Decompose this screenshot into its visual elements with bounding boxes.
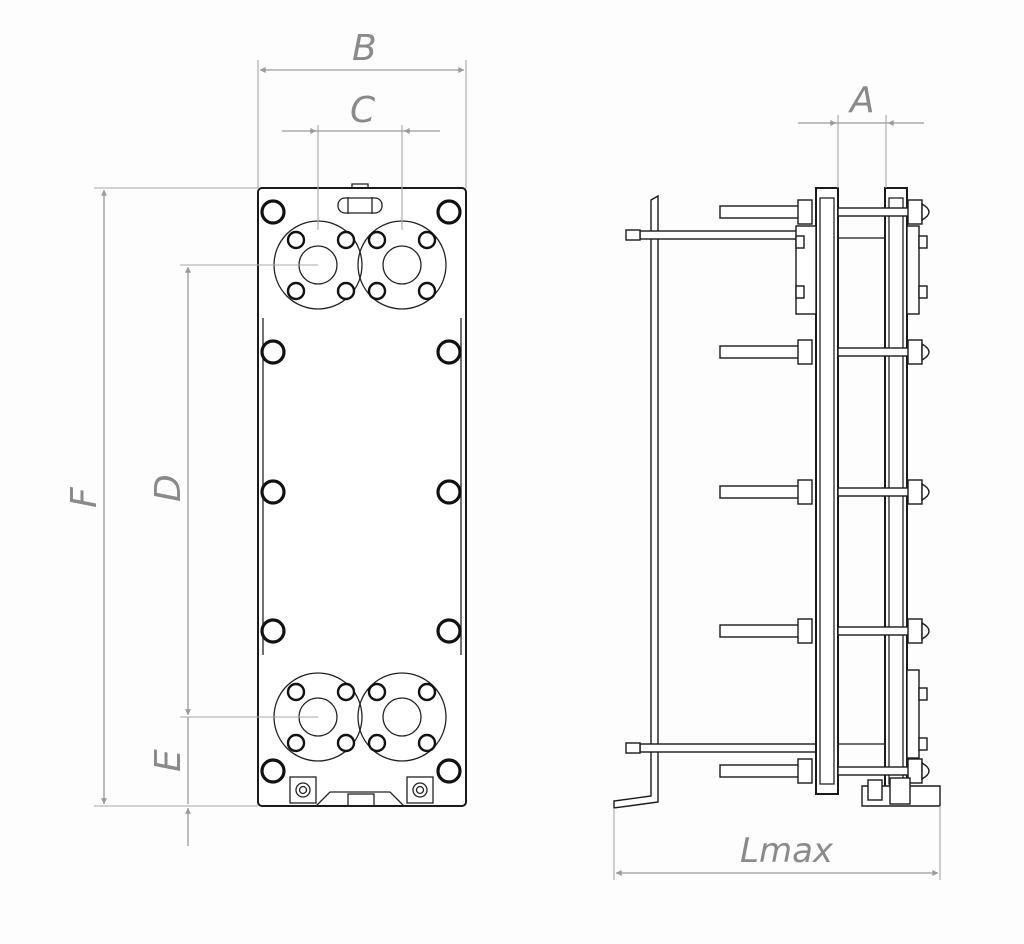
fixed-frame-plate [815,187,839,795]
guide-rods [625,229,821,754]
bottom-feet [289,776,434,807]
label-Lmax: Lmax [740,831,834,871]
front-dimensions [94,60,467,846]
label-C: C [350,90,376,131]
label-B: B [352,28,377,69]
nozzle-nuts [795,235,928,751]
top-slot [337,197,383,214]
tie-bolts [719,199,930,784]
label-D: D [148,474,189,502]
bottom-flanges [273,672,447,762]
label-E: E [148,749,189,772]
support-bracket [613,194,659,809]
label-A: A [848,80,875,121]
side-view [613,187,941,809]
label-F: F [64,486,105,508]
front-view [257,183,467,807]
frame-bolt-holes [260,199,462,784]
side-dimensions [613,115,941,880]
